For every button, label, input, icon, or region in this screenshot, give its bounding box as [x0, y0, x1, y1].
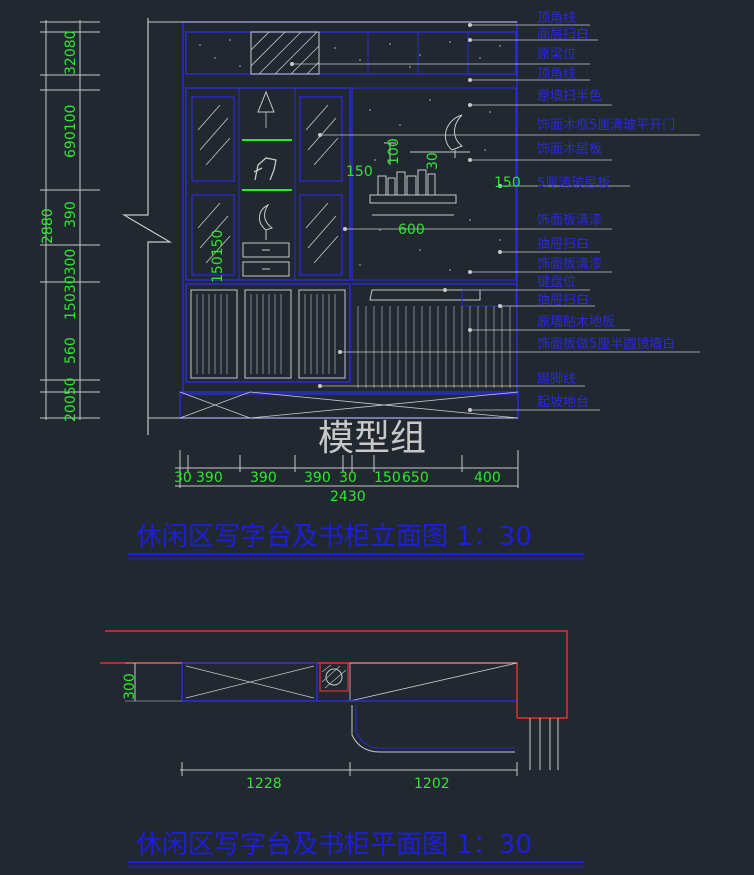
plan-dim-1202: 1202 [414, 776, 450, 792]
annotation-label: 饰面板做5厘半圆镜墙白 [537, 336, 675, 352]
plan-dim-1228: 1228 [246, 776, 282, 792]
dim-bottom-30: 30 [174, 470, 192, 486]
plan-title: 休闲区写字台及书柜平面图 1：30 [136, 830, 532, 860]
dim-left-20050: 20050 [63, 377, 79, 422]
annotation-label: 原墙扫半色 [537, 88, 602, 104]
annotation-label: 顶角线 [537, 11, 576, 26]
annotation-label: 饰面板清漆 [537, 256, 602, 272]
plan-view: 300 1228 1202 休闲区写字台及书柜平面图 1：30 [100, 630, 584, 868]
annotation-label: 5厘清玻层板 [537, 176, 610, 191]
dim-overall-width: 2430 [330, 489, 366, 505]
dim-bottom-650: 650 [402, 470, 429, 486]
dim-bottom-390: 390 [250, 470, 277, 486]
elevation-view: 顶角线 面层扫白 原梁位 顶角线 原墙扫半色 饰面木框5厘清玻平开门 饰面木层板… [40, 11, 700, 560]
dim-bottom-150: 150 [374, 470, 401, 486]
dim-left-15030300: 15030300 [63, 249, 79, 320]
annotation-label: 原梁位 [537, 47, 576, 62]
dim-150-right: 150 [494, 175, 521, 191]
annotation-label: 饰面木层板 [537, 142, 602, 157]
dim-bottom-390: 390 [196, 470, 223, 486]
dim-30: 30 [425, 152, 441, 170]
dim-left-390: 390 [63, 201, 79, 228]
dim-bottom-390: 390 [304, 470, 331, 486]
dim-bottom-30: 30 [339, 470, 357, 486]
annotation-label: 键盘位 [537, 274, 576, 290]
annotation-label: 抽屉扫白 [537, 292, 589, 308]
dim-100: 100 [386, 138, 402, 165]
annotation-label: 起坡地台 [537, 395, 589, 410]
annotation-label: 面层扫白 [537, 26, 589, 42]
watermark: 模型组 [318, 418, 426, 459]
dim-150-left: 150 [346, 164, 373, 180]
dim-left-32080: 32080 [63, 30, 79, 75]
annotation-label: 顶角线 [537, 67, 576, 82]
annotation-label: 踢脚线 [537, 371, 576, 387]
dim-left-690100: 690100 [63, 105, 79, 158]
dim-bottom-400: 400 [474, 470, 501, 486]
dim-150150: 150150 [210, 230, 226, 283]
plan-dim-300: 300 [122, 673, 138, 700]
annotation-label: 抽屉扫白 [537, 236, 589, 252]
dim-600: 600 [398, 222, 425, 238]
dim-overall-height: 2880 [40, 208, 56, 244]
elevation-title: 休闲区写字台及书柜立面图 1：30 [136, 522, 532, 552]
annotation-label: 原墙贴木地板 [537, 315, 615, 330]
annotation-label: 饰面木框5厘清玻平开门 [537, 118, 675, 133]
dim-left-560: 560 [63, 337, 79, 364]
annotation-label: 饰面板清漆 [537, 212, 602, 228]
